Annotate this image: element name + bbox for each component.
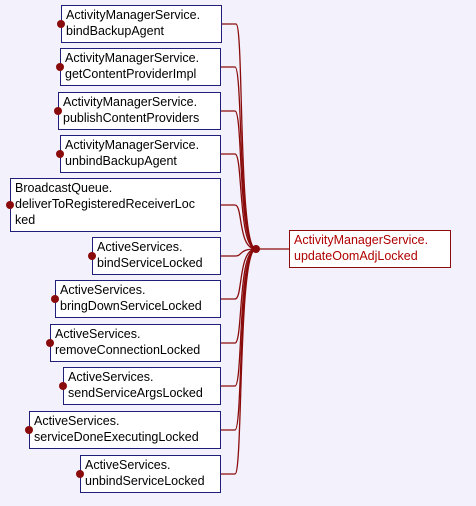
port-dot-target — [252, 245, 260, 253]
port-dot-caller-4 — [6, 201, 14, 209]
call-edge-3 — [221, 153, 257, 250]
call-edge-0 — [222, 23, 257, 250]
port-dot-caller-7 — [46, 339, 54, 347]
port-dot-caller-10 — [76, 470, 84, 478]
caller-node-delivertoregisteredreceiverlocked[interactable]: BroadcastQueue. deliverToRegisteredRecei… — [10, 178, 221, 232]
caller-node-unbindservicelocked[interactable]: ActiveServices. unbindServiceLocked — [80, 455, 221, 493]
call-edge-1 — [221, 66, 257, 250]
call-edge-5 — [221, 248, 257, 257]
caller-node-unbindbackupagent[interactable]: ActivityManagerService. unbindBackupAgen… — [60, 135, 221, 173]
call-edge-8 — [221, 248, 257, 387]
caller-node-publishcontentproviders[interactable]: ActivityManagerService. publishContentPr… — [58, 92, 221, 130]
caller-node-servicedoneexecutinglocked[interactable]: ActiveServices. serviceDoneExecutingLock… — [29, 411, 221, 449]
port-dot-caller-6 — [51, 295, 59, 303]
port-dot-caller-2 — [54, 107, 62, 115]
call-edge-4 — [221, 204, 257, 250]
caller-node-removeconnectionlocked[interactable]: ActiveServices. removeConnectionLocked — [50, 324, 221, 362]
port-dot-caller-1 — [56, 63, 64, 71]
caller-node-bringdownservicelocked[interactable]: ActiveServices. bringDownServiceLocked — [55, 280, 221, 318]
call-edge-10 — [221, 248, 257, 475]
port-dot-caller-8 — [59, 382, 67, 390]
port-dot-caller-5 — [88, 252, 96, 260]
caller-node-bindbackupagent[interactable]: ActivityManagerService. bindBackupAgent — [61, 5, 222, 43]
call-edge-9 — [221, 248, 257, 431]
port-dot-caller-9 — [25, 426, 33, 434]
caller-node-getcontentproviderimpl[interactable]: ActivityManagerService. getContentProvid… — [60, 48, 221, 86]
port-dot-caller-3 — [56, 150, 64, 158]
call-edge-6 — [221, 248, 257, 300]
caller-node-bindservicelocked[interactable]: ActiveServices. bindServiceLocked — [92, 237, 221, 275]
caller-node-sendserviceargslocked[interactable]: ActiveServices. sendServiceArgsLocked — [63, 367, 221, 405]
call-edge-2 — [221, 110, 257, 250]
target-node-updateoomadjlocked[interactable]: ActivityManagerService. updateOomAdjLock… — [289, 230, 451, 268]
port-dot-caller-0 — [57, 20, 65, 28]
